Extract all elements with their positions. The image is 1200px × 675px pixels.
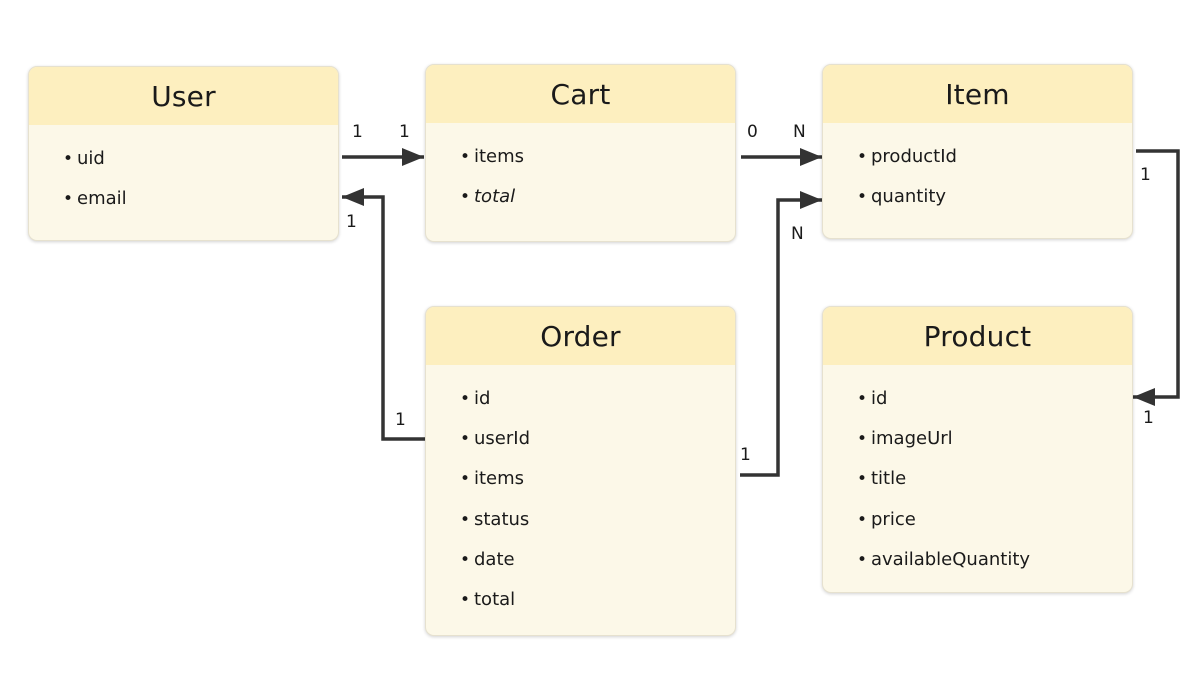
field-name: date: [474, 548, 515, 570]
field-list: productId quantity: [823, 123, 1132, 221]
field-item: total: [460, 584, 735, 624]
field-name: total: [474, 588, 516, 610]
cardinality-order-user-source: 1: [395, 410, 406, 430]
field-name: quantity: [871, 186, 947, 208]
field-name: title: [871, 468, 907, 490]
field-name: items: [474, 146, 525, 167]
field-item: title: [857, 463, 1132, 503]
cardinality-order-user-target: 1: [346, 212, 357, 232]
entity-title: Order: [426, 307, 735, 365]
field-item: items: [460, 463, 735, 503]
field-list: id userId items status date total: [426, 365, 735, 624]
field-name: imageUrl: [871, 428, 953, 450]
field-item: date: [460, 544, 735, 584]
entity-title: Item: [823, 65, 1132, 123]
cardinality-cart-item-source: 0: [747, 122, 758, 142]
field-name: items: [474, 468, 525, 490]
field-name: email: [77, 188, 127, 210]
field-item: id: [460, 383, 735, 423]
entity-title: User: [29, 67, 338, 125]
entity-cart[interactable]: Cart items total: [425, 64, 736, 242]
field-item: productId: [857, 141, 1132, 181]
field-item: items: [460, 141, 735, 181]
cardinality-item-product-target: 1: [1143, 408, 1154, 428]
field-item: quantity: [857, 181, 1132, 221]
field-name: uid: [77, 148, 105, 169]
cardinality-order-item-target: N: [791, 224, 804, 244]
entity-product[interactable]: Product id imageUrl title price availabl…: [822, 306, 1133, 593]
field-name: total: [474, 186, 516, 208]
connector-item-product: [1133, 149, 1180, 406]
cardinality-user-cart-source: 1: [352, 122, 363, 142]
connector-order-user: [342, 188, 425, 441]
field-name: status: [474, 508, 530, 530]
field-item: email: [63, 183, 338, 223]
cardinality-item-product-source: 1: [1140, 165, 1151, 185]
field-name: userId: [474, 428, 530, 450]
field-item: uid: [63, 143, 338, 183]
field-name: price: [871, 508, 916, 530]
field-item: imageUrl: [857, 423, 1132, 463]
field-list: id imageUrl title price availableQuantit…: [823, 365, 1132, 584]
field-name: id: [871, 388, 888, 409]
field-name: availableQuantity: [871, 548, 1031, 570]
field-item: price: [857, 504, 1132, 544]
field-name: productId: [871, 146, 957, 167]
entity-item[interactable]: Item productId quantity: [822, 64, 1133, 239]
field-name: id: [474, 388, 491, 409]
cardinality-user-cart-target: 1: [399, 122, 410, 142]
field-item: status: [460, 504, 735, 544]
field-list: items total: [426, 123, 735, 221]
field-item: availableQuantity: [857, 544, 1132, 584]
entity-user[interactable]: User uid email: [28, 66, 339, 241]
field-item: total: [460, 181, 735, 221]
field-item: id: [857, 383, 1132, 423]
field-list: uid email: [29, 125, 338, 223]
entity-order[interactable]: Order id userId items status date total: [425, 306, 736, 636]
cardinality-order-item-source: 1: [740, 445, 751, 465]
entity-title: Product: [823, 307, 1132, 365]
cardinality-cart-item-target: N: [793, 122, 806, 142]
field-item: userId: [460, 423, 735, 463]
entity-title: Cart: [426, 65, 735, 123]
connector-order-item: [740, 191, 822, 477]
